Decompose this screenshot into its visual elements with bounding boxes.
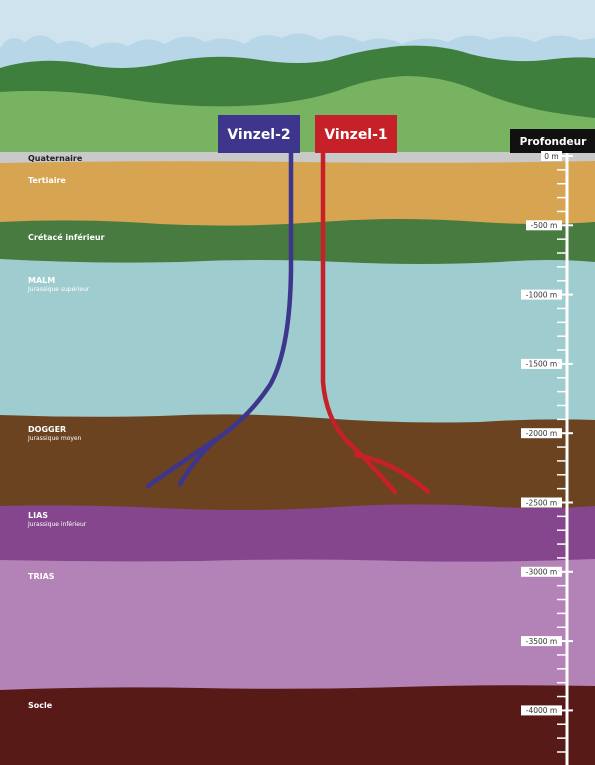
- sublabel-lias: Jurassique inférieur: [27, 521, 87, 528]
- depth-label-text: -3500 m: [526, 637, 557, 646]
- depth-label: -500 m: [526, 220, 573, 231]
- depth-label: -3000 m: [521, 566, 573, 577]
- layer-lias: [0, 504, 595, 570]
- depth-label-box: [526, 220, 562, 231]
- depth-label-text: -500 m: [531, 221, 558, 230]
- layer-cretace: [0, 219, 595, 275]
- depth-label: -1000 m: [521, 289, 573, 300]
- label-quaternaire: Quaternaire: [28, 154, 83, 163]
- label-lias: LIAS: [28, 511, 48, 520]
- depth-label-box: [521, 358, 562, 369]
- well-vinzel-1-trajectory: [320, 149, 398, 495]
- depth-label-text: 0 m: [544, 152, 558, 161]
- sublabel-dogger: Jurassique moyen: [27, 435, 82, 442]
- depth-label: -2000 m: [521, 428, 573, 439]
- label-socle: Socle: [28, 701, 53, 710]
- well-vinzel-1-label: Vinzel-1: [324, 127, 387, 143]
- depth-label-text: -1500 m: [526, 360, 557, 369]
- label-tertiaire: Tertiaire: [28, 176, 66, 185]
- depth-scale: Profondeur 0 m -500 m -1000 m -1500 m -2000 …: [510, 129, 595, 765]
- depth-label-box: [521, 566, 562, 577]
- depth-label: -1500 m: [521, 358, 573, 369]
- well-vinzel-2-label-box: [218, 115, 300, 153]
- label-trias: TRIAS: [28, 572, 55, 581]
- depth-label-box: [541, 151, 562, 161]
- depth-label-box: [521, 428, 562, 439]
- well-vinzel-2-trajectory: [145, 149, 294, 489]
- layer-dogger: [0, 414, 595, 515]
- layer-socle: [0, 685, 595, 765]
- layer-tertiaire: [0, 161, 595, 235]
- depth-label: 0 m: [541, 151, 573, 161]
- depth-label: -2500 m: [521, 497, 573, 508]
- layer-malm: [0, 259, 595, 430]
- well-vinzel-1: Vinzel-1: [315, 115, 431, 495]
- well-vinzel-1-sidetrack: [353, 452, 431, 495]
- depth-label-text: -3000 m: [526, 568, 557, 577]
- depth-label-box: [521, 705, 562, 716]
- depth-label-text: -2000 m: [526, 429, 557, 438]
- depth-major-ticks: 0 m -500 m -1000 m -1500 m -2000 m -2500 m -30…: [521, 151, 573, 716]
- depth-label-box: [521, 497, 562, 508]
- label-malm: MALM: [28, 276, 55, 285]
- sublabel-malm: Jurassique supérieur: [27, 286, 90, 293]
- well-vinzel-2-label: Vinzel-2: [227, 127, 290, 143]
- label-dogger: DOGGER: [28, 425, 66, 434]
- depth-label: -3500 m: [521, 636, 573, 647]
- layer-trias: [0, 559, 595, 700]
- depth-label-box: [521, 289, 562, 300]
- depth-label: -4000 m: [521, 705, 573, 716]
- depth-label-box: [521, 636, 562, 647]
- depth-scale-title: Profondeur: [520, 136, 587, 148]
- label-cretace: Crétacé inférieur: [28, 232, 105, 242]
- well-vinzel-1-label-box: [315, 115, 397, 153]
- depth-label-text: -4000 m: [526, 706, 557, 715]
- well-vinzel-2-sidetrack: [177, 435, 221, 487]
- depth-label-text: -2500 m: [526, 498, 557, 507]
- depth-scale-header: [510, 129, 595, 153]
- well-vinzel-2: Vinzel-2: [145, 115, 300, 489]
- layer-labels: Quaternaire Tertiaire Crétacé inférieur …: [27, 154, 105, 710]
- depth-label-text: -1000 m: [526, 290, 557, 299]
